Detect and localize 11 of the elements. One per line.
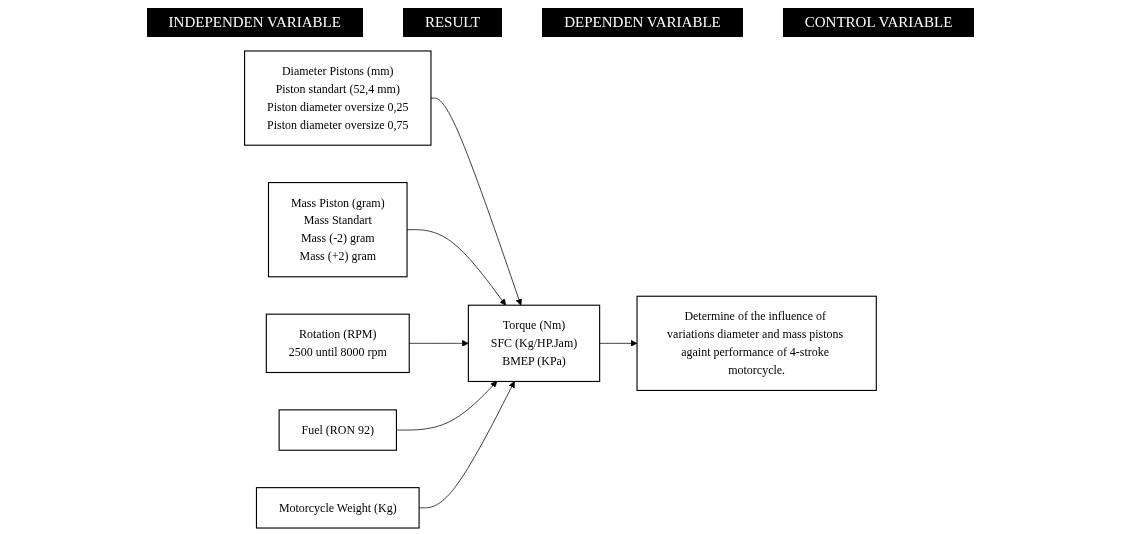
section-label: INDEPENDEN VARIABLE: [146, 8, 363, 37]
node-box: Rotation (RPM) 2500 until 8000 rpm: [265, 313, 410, 374]
section-label: RESULT: [402, 8, 503, 37]
node-box: Diameter Pistons (mm) Piston standart (52,4 mm) Piston diameter oversize 0,25 Piston diameter oversize 0,75: [244, 50, 432, 146]
section-label: DEPENDEN VARIABLE: [542, 8, 743, 37]
section-label: CONTROL VARIABLE: [782, 8, 975, 37]
node-box: Fuel (RON 92): [278, 409, 398, 451]
node-box: Mass Piston (gram) Mass Standart Mass (-2) gram Mass (+2) gram: [268, 182, 408, 278]
node-box: Torque (Nm) SFC (Kg/HP.Jam) BMEP (KPa): [467, 304, 601, 383]
node-box: Motorcycle Weight (Kg): [255, 487, 420, 529]
node-box: Determine of the influence of variations diameter and mass pistons againt performance of 4-stroke motorcycle.: [636, 295, 877, 391]
